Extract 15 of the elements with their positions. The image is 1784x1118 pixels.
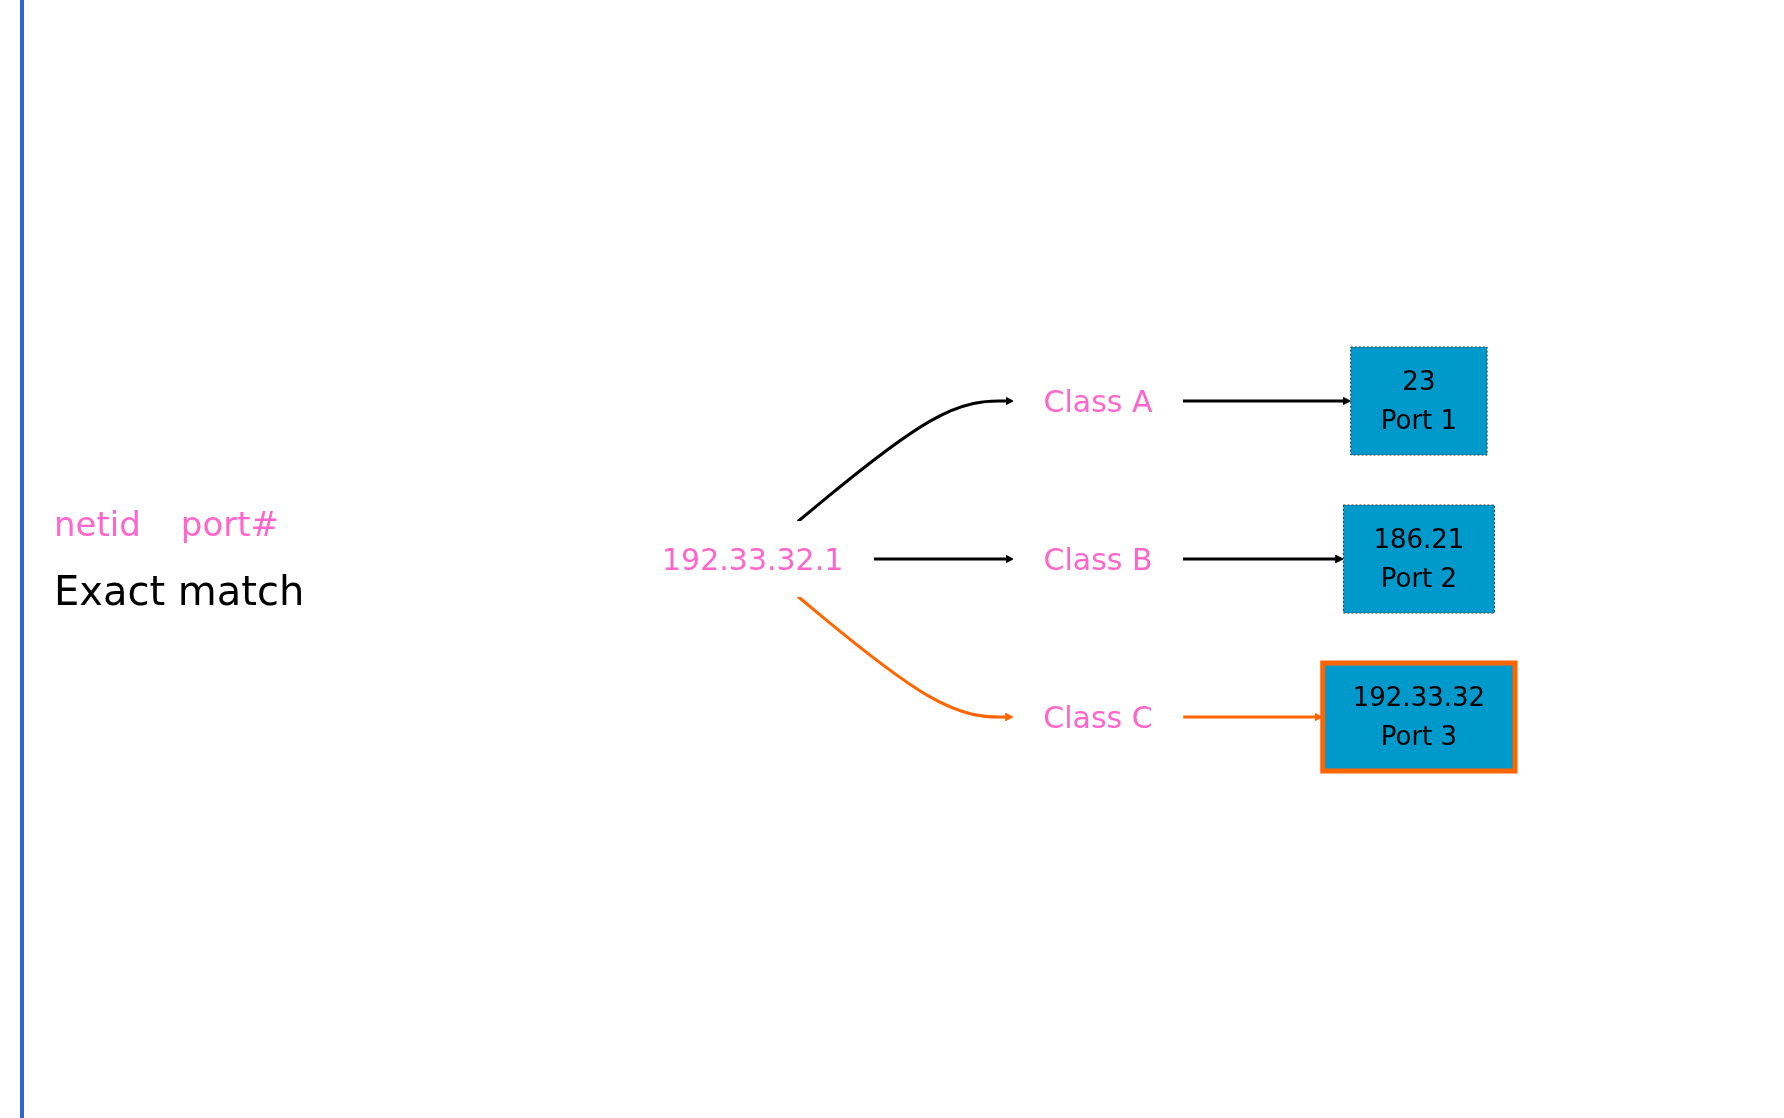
node-box: 186.21 Port 2 bbox=[1343, 504, 1496, 614]
node-text: Class B bbox=[1043, 541, 1154, 577]
arrow bbox=[873, 554, 1015, 564]
node-box: 23 Port 1 bbox=[1350, 346, 1489, 456]
arrow bbox=[1183, 554, 1345, 564]
column-header: netid bbox=[54, 504, 141, 544]
arrow bbox=[797, 396, 1015, 523]
arrow bbox=[797, 595, 1015, 722]
node-text: Class C bbox=[1043, 699, 1154, 735]
note-text: Exact match bbox=[54, 568, 306, 614]
node-text: Class A bbox=[1044, 383, 1153, 419]
node-box: 192.33.32 Port 3 bbox=[1320, 660, 1519, 774]
column-header: port# bbox=[180, 504, 279, 544]
node-text: 192.33.32.1 bbox=[662, 541, 844, 577]
arrow bbox=[1183, 396, 1352, 406]
